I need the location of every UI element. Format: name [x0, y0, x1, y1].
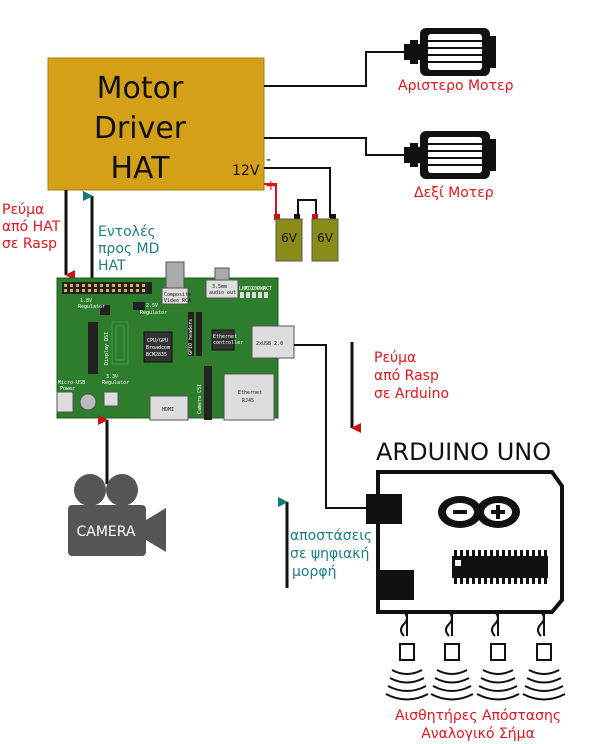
cpu-label-1: CPU/GPU	[147, 338, 168, 344]
microusb-label: Micro-USB	[58, 380, 85, 386]
sensor-4-icon	[522, 611, 566, 701]
led-label-pwr: PWR	[257, 286, 267, 292]
usb-label: 2xUSB 2.0	[256, 341, 283, 347]
left-motor-icon	[404, 28, 496, 76]
composite-label-2: Video RCA	[164, 298, 191, 304]
reg-3v3-label: 3.3V	[106, 374, 118, 380]
ethernet-label: Ethernet	[238, 390, 262, 396]
microusb-label-2: Power	[60, 386, 75, 392]
led-label-100: 100	[251, 286, 260, 292]
led-label-fdx: FDX	[245, 286, 254, 292]
battery-minus: -	[266, 152, 271, 168]
reg-2v5-label-2: Regulator	[140, 310, 167, 316]
ethctrl-label-2: controller	[213, 340, 243, 346]
hat-title-line3: HAT	[110, 151, 170, 186]
motor-driver-hat: Motor Driver HAT 12V	[47, 57, 265, 191]
digital-distances-label: αποστάσεις σε ψηφιακή μορφή	[290, 528, 377, 580]
arduino-board	[366, 470, 564, 614]
ethernet-label-2: RJ45	[242, 398, 254, 404]
sensors-label-line1: Αισθητήρες Απόστασης	[395, 708, 561, 724]
power-hat-rasp-label: Ρεύμα από HAT σε Rasp	[2, 202, 65, 252]
battery-1-label: 6V	[281, 231, 298, 245]
led-label-lnk: LNK	[239, 286, 248, 292]
battery-plus: +	[265, 178, 277, 194]
camera-csi-label: Camera CSI	[197, 384, 203, 414]
left-motor-label: Αριστερο Μοτερ	[398, 78, 514, 94]
display-dsi-label: Display DSI	[104, 332, 110, 365]
usb-cable	[294, 344, 368, 509]
audio-label-2: audio out	[209, 290, 236, 296]
right-motor-label: Δεξί Μοτερ	[414, 185, 494, 201]
raspberry-pi-board: Composite Video RCA 3.5mm audio out 1.8V…	[56, 261, 295, 421]
hdmi-label: HDMI	[162, 407, 174, 413]
composite-label: Composite	[164, 292, 191, 298]
sensor-3-icon	[476, 611, 520, 701]
motor-wires	[264, 51, 404, 156]
hat-title-line1: Motor	[97, 71, 184, 106]
distance-sensors	[385, 611, 566, 701]
reg-2v5-label: 2.5V	[146, 303, 158, 309]
gpio-label: GPIO headers	[188, 319, 194, 355]
sensors-label-line2: Αναλογικό Σήμα	[421, 726, 535, 742]
camera-icon: CAMERA	[68, 474, 166, 556]
battery-1: 6V	[274, 214, 303, 262]
battery-2: 6V	[311, 214, 339, 262]
battery-wiring	[264, 167, 331, 218]
right-motor-icon	[404, 131, 496, 179]
ethctrl-label: Ethernet	[213, 334, 237, 340]
audio-label: 3.5mm	[212, 284, 227, 290]
battery-2-label: 6V	[317, 231, 334, 245]
reg-3v3-label-2: Regulator	[102, 380, 129, 386]
hat-voltage-label: 12V	[232, 163, 260, 179]
arduino-title: ARDUINO UNO	[376, 438, 551, 466]
cpu-label-2: Broadcom	[146, 345, 170, 351]
sensor-1-icon	[385, 611, 429, 701]
cpu-label-3: BCM2835	[146, 352, 167, 358]
sensor-2-icon	[430, 611, 474, 701]
hat-title-line2: Driver	[94, 111, 187, 146]
arduino-logo	[438, 496, 520, 528]
reg-1v8-label-2: Regulator	[78, 304, 105, 310]
led-label-act: ACT	[263, 286, 272, 292]
power-rasp-arduino-label: Ρεύμα από Rasp σε Arduino	[374, 350, 449, 402]
commands-to-hat-label: Εντολές προς MD HAT	[98, 224, 164, 274]
camera-label: CAMERA	[76, 524, 135, 540]
reg-1v8-label: 1.8V	[80, 298, 92, 304]
